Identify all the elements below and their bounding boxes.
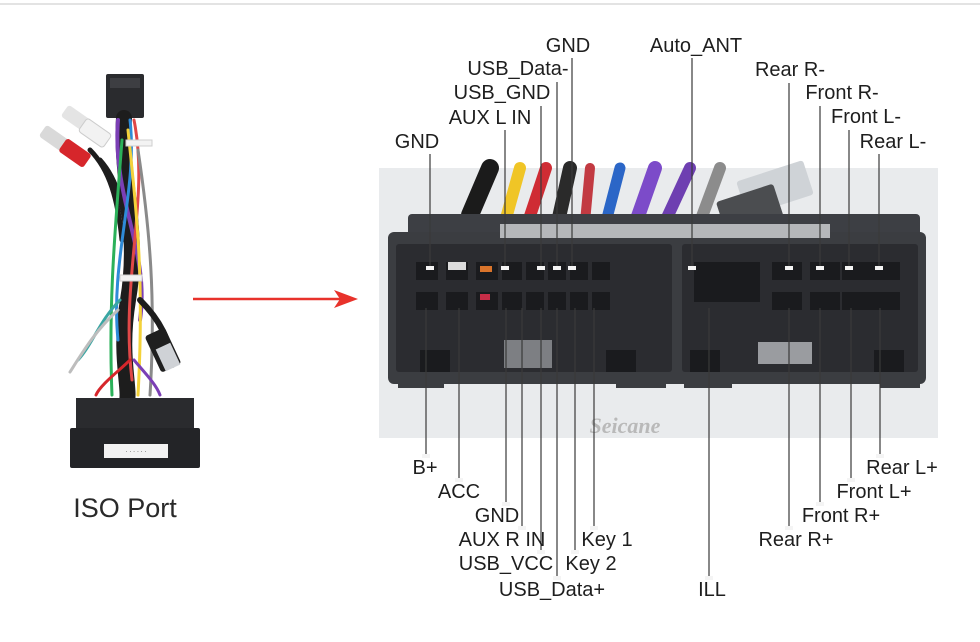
label-b-plus: B+ [412, 457, 437, 479]
label-gnd-top-left: GND [395, 131, 439, 153]
label-front-l-minus: Front L- [831, 106, 901, 128]
pin-key-1 [590, 526, 598, 530]
pin-usb-vcc [537, 550, 545, 554]
pin-gnd-top [568, 266, 576, 270]
pin-key-2 [571, 550, 579, 554]
label-front-l-plus: Front L+ [836, 481, 911, 503]
bottom-label-group: B+ ACC GND AUX R IN USB_VCC USB_Data+ Ke… [412, 457, 937, 601]
pin-rear-r-plus [785, 526, 793, 530]
label-gnd-top: GND [546, 35, 590, 57]
pin-ill [705, 576, 713, 580]
pin-usb-data-minus [553, 266, 561, 270]
brand-watermark: Seicane [590, 413, 661, 438]
label-auto-ant: Auto_ANT [650, 35, 742, 57]
arrow-icon [193, 290, 358, 308]
pin-acc [455, 478, 463, 482]
label-aux-l-in: AUX L IN [449, 107, 532, 129]
label-key-2: Key 2 [565, 553, 616, 575]
connector-photo [379, 159, 938, 438]
pin-usb-gnd [537, 266, 545, 270]
label-rear-l-plus: Rear L+ [866, 457, 938, 479]
iso-harness-illustration: · · · · · · [39, 74, 200, 468]
label-rear-l-minus: Rear L- [860, 131, 927, 153]
iso-port-label: ISO Port [73, 493, 177, 523]
pin-front-r-minus [816, 266, 824, 270]
pin-usb-data-plus [553, 576, 561, 580]
pin-gnd-bottom [502, 502, 510, 506]
pin-auto-ant [688, 266, 696, 270]
label-key-1: Key 1 [581, 529, 632, 551]
leader-lines [425, 58, 881, 578]
pin-front-r-plus [816, 502, 824, 506]
label-usb-gnd: USB_GND [454, 82, 551, 104]
pin-rear-l-minus [875, 266, 883, 270]
pin-front-l-minus [845, 266, 853, 270]
top-label-group: GND AUX L IN USB_GND USB_Data- GND Auto_… [395, 35, 927, 153]
pin-rear-l-plus [876, 454, 884, 458]
rca-plugs [39, 105, 112, 167]
pin-aux-l-in [501, 266, 509, 270]
label-front-r-minus: Front R- [805, 82, 878, 104]
pin-rear-r-minus [785, 266, 793, 270]
label-usb-data-plus: USB_Data+ [499, 579, 605, 601]
label-usb-vcc: USB_VCC [459, 553, 553, 575]
label-ill: ILL [698, 579, 726, 601]
pin-aux-r-in [518, 526, 526, 530]
pin-gnd-top-left [426, 266, 434, 270]
label-usb-data-minus: USB_Data- [467, 58, 568, 80]
label-rear-r-minus: Rear R- [755, 59, 825, 81]
label-rear-r-plus: Rear R+ [758, 529, 833, 551]
pin-markers [422, 266, 884, 580]
label-gnd-bottom: GND [475, 505, 519, 527]
label-acc: ACC [438, 481, 480, 503]
pin-b-plus [422, 454, 430, 458]
svg-text:· · · · · ·: · · · · · · [126, 449, 147, 456]
label-front-r-plus: Front R+ [802, 505, 880, 527]
pin-front-l-plus [847, 478, 855, 482]
label-aux-r-in: AUX R IN [459, 529, 546, 551]
